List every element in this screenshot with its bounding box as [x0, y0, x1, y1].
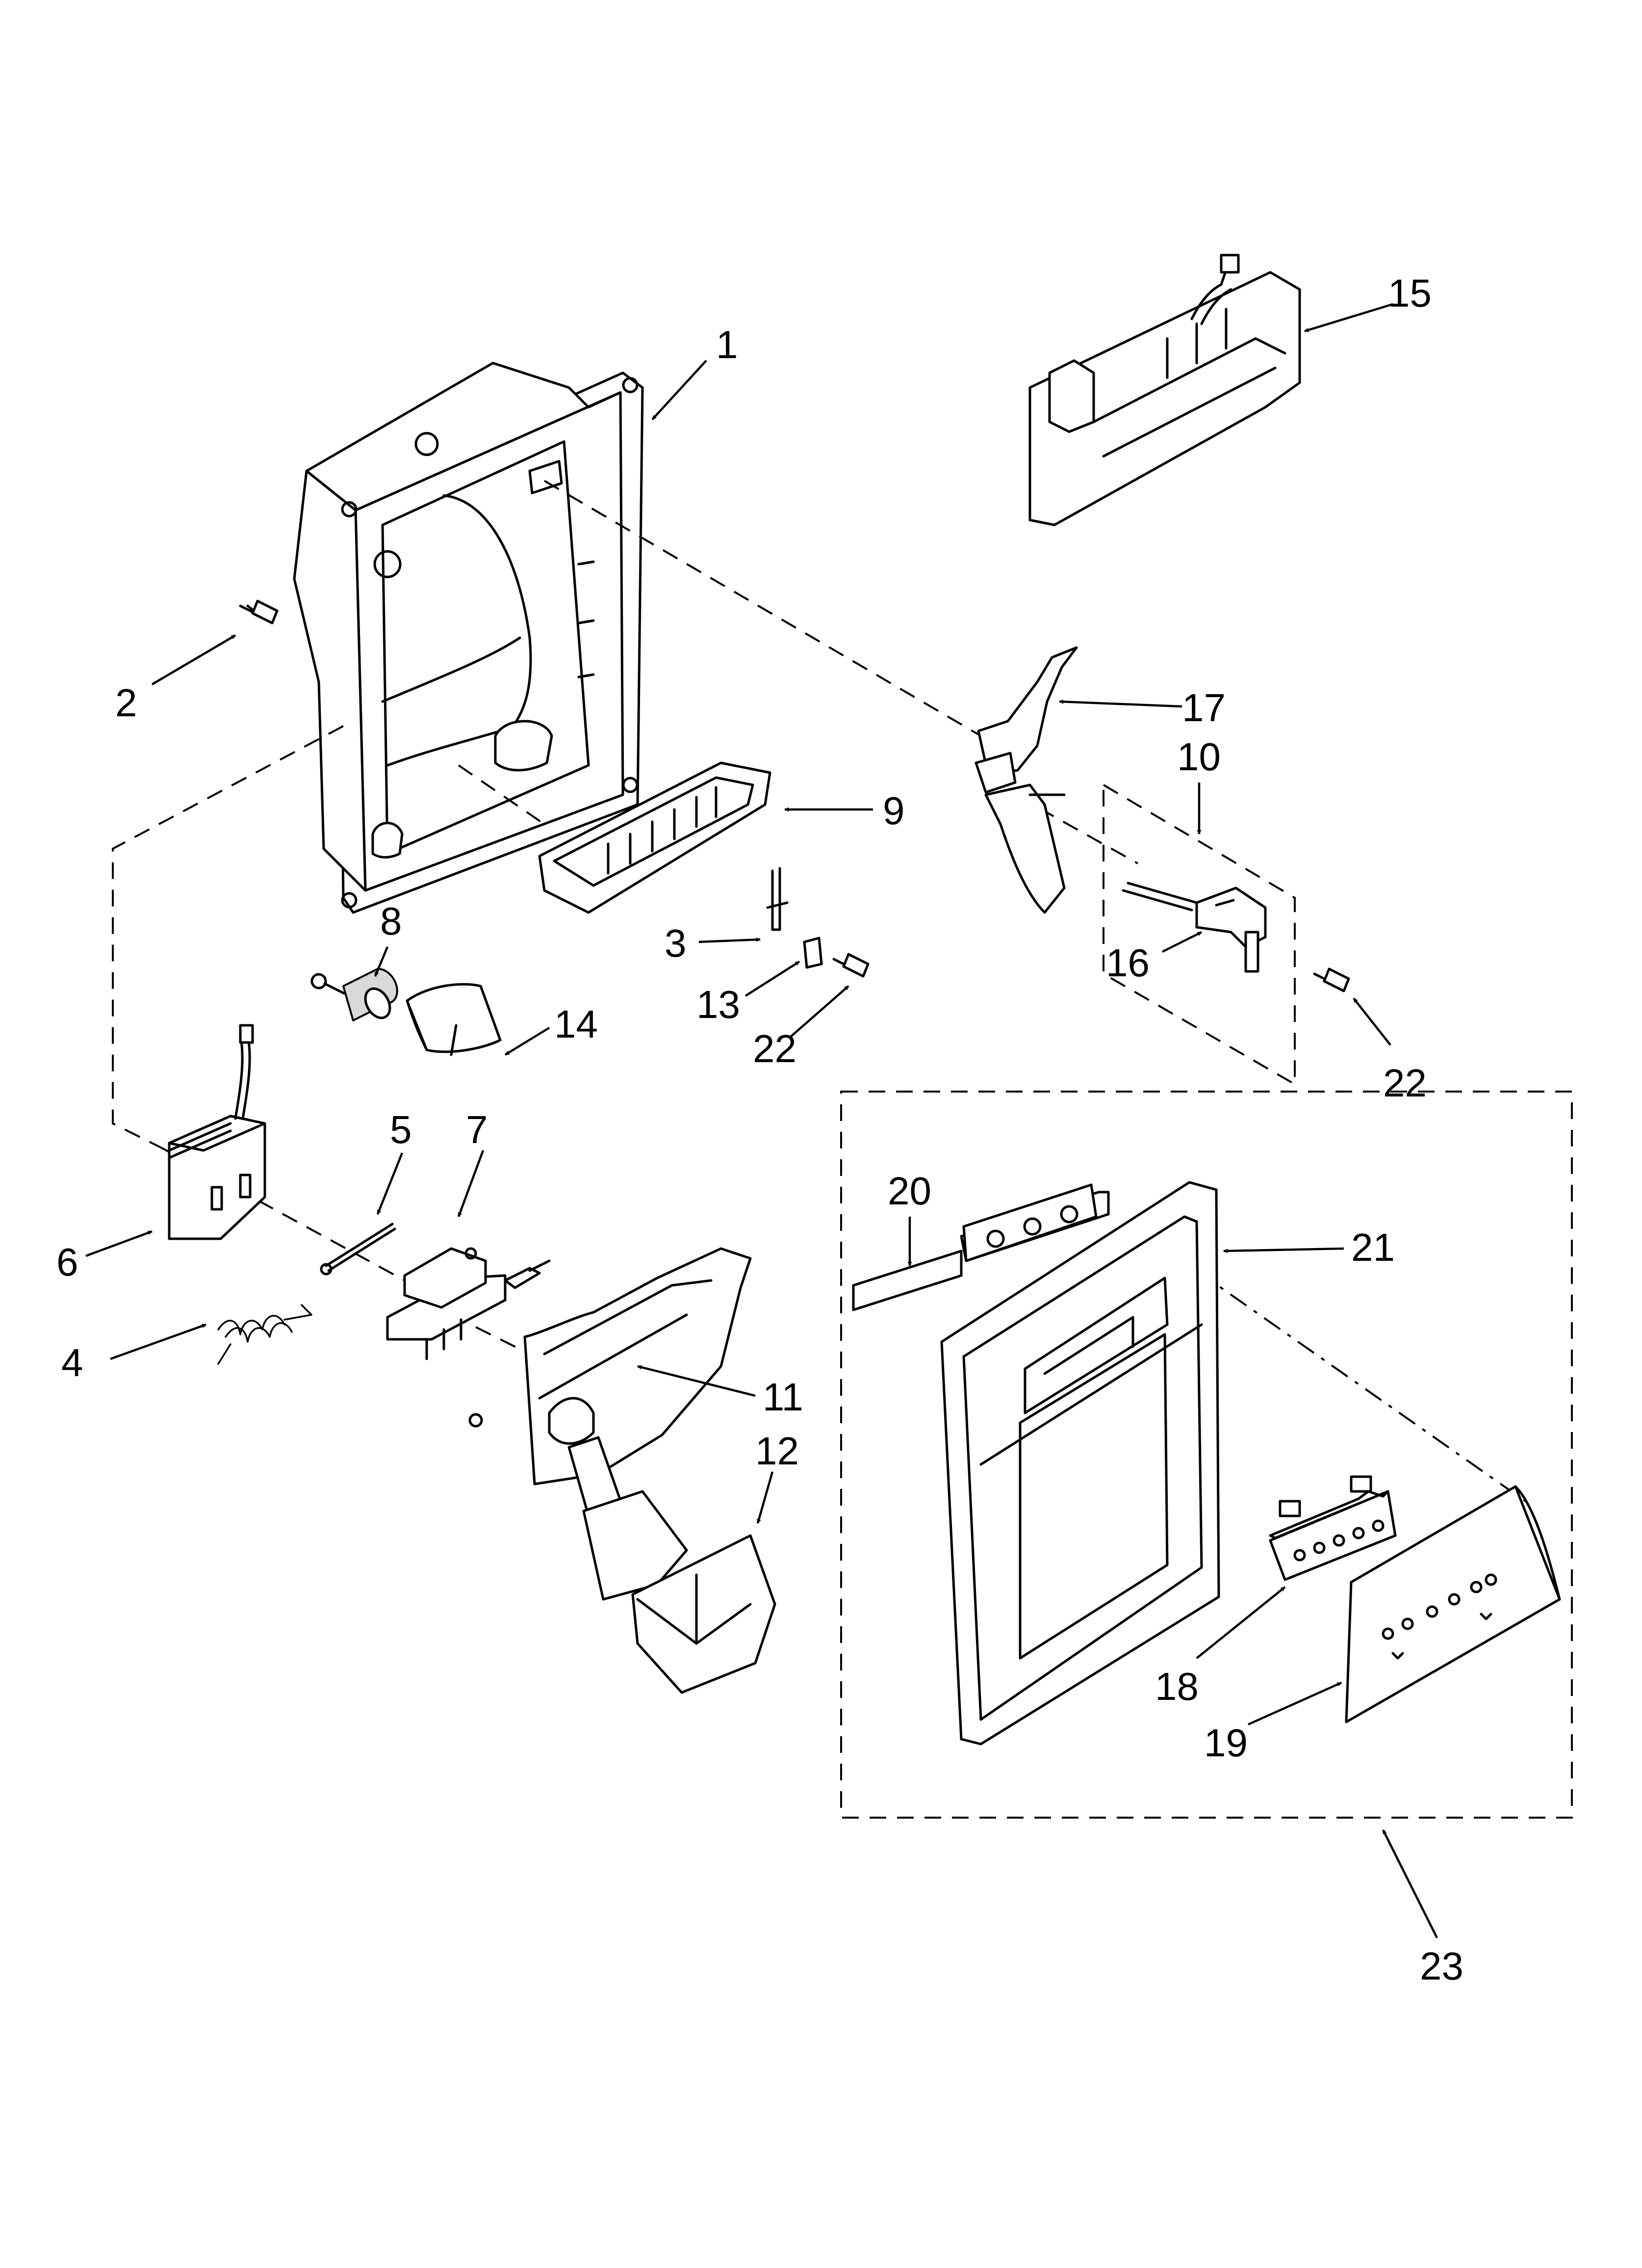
- label-1: 1: [716, 323, 738, 366]
- part-10-assembly-callout: 10: [1177, 735, 1221, 834]
- label-20: 20: [888, 1169, 931, 1213]
- part-18-switch-board: 18: [1155, 1475, 1397, 1708]
- part-13-clip: 13: [696, 937, 823, 1026]
- part-4-spring: 4: [61, 1304, 312, 1384]
- label-12: 12: [755, 1429, 799, 1473]
- label-17: 17: [1182, 686, 1226, 730]
- part-9-grille: 9: [538, 761, 905, 914]
- label-18: 18: [1155, 1665, 1199, 1708]
- part-17-arm: 17: [975, 646, 1226, 914]
- part-2-screw: 2: [115, 600, 279, 725]
- label-16: 16: [1106, 941, 1150, 985]
- part-22-screw-a: 22: [753, 953, 870, 1070]
- label-21: 21: [1351, 1225, 1395, 1269]
- label-8: 8: [380, 899, 402, 943]
- label-9: 9: [883, 789, 905, 833]
- label-11: 11: [763, 1375, 803, 1419]
- label-10: 10: [1177, 735, 1221, 779]
- label-4: 4: [61, 1341, 83, 1384]
- label-5: 5: [390, 1108, 412, 1151]
- part-6-box: 6: [56, 1024, 266, 1284]
- part-22-screw-b: 22: [1313, 967, 1427, 1105]
- label-15: 15: [1388, 271, 1432, 315]
- label-23: 23: [1420, 1944, 1463, 1988]
- label-14: 14: [554, 1002, 598, 1046]
- part-23-callout: 23: [1382, 1829, 1463, 1988]
- part-19-panel: 19: [1204, 1485, 1561, 1765]
- part-3-switch: 3: [665, 867, 789, 965]
- part-21-bezel: 21: [940, 1181, 1395, 1746]
- part-7-actuator: 7: [386, 1108, 551, 1360]
- part-20-board: 20: [852, 1169, 1110, 1311]
- label-7: 7: [466, 1108, 488, 1151]
- assembly-guide-lines: [112, 480, 1573, 1819]
- label-22-a: 22: [753, 1027, 796, 1070]
- label-19: 19: [1204, 1721, 1248, 1765]
- part-14-cover: 14: [406, 983, 598, 1056]
- part-11-lever: 11: [468, 1247, 803, 1601]
- label-13: 13: [696, 983, 740, 1026]
- part-16-lever: 16: [1106, 882, 1267, 985]
- label-3: 3: [665, 921, 687, 965]
- part-12-cup: 12: [631, 1429, 799, 1694]
- label-22-b: 22: [1383, 1061, 1427, 1105]
- part-15-module: 15: [1028, 254, 1432, 526]
- part-1-housing: [293, 362, 644, 914]
- label-6: 6: [56, 1240, 78, 1284]
- part-1-callout: 1: [651, 323, 738, 420]
- label-2: 2: [115, 681, 137, 725]
- part-5-pin: 5: [320, 1108, 412, 1276]
- part-8-motor: 8: [310, 899, 402, 1021]
